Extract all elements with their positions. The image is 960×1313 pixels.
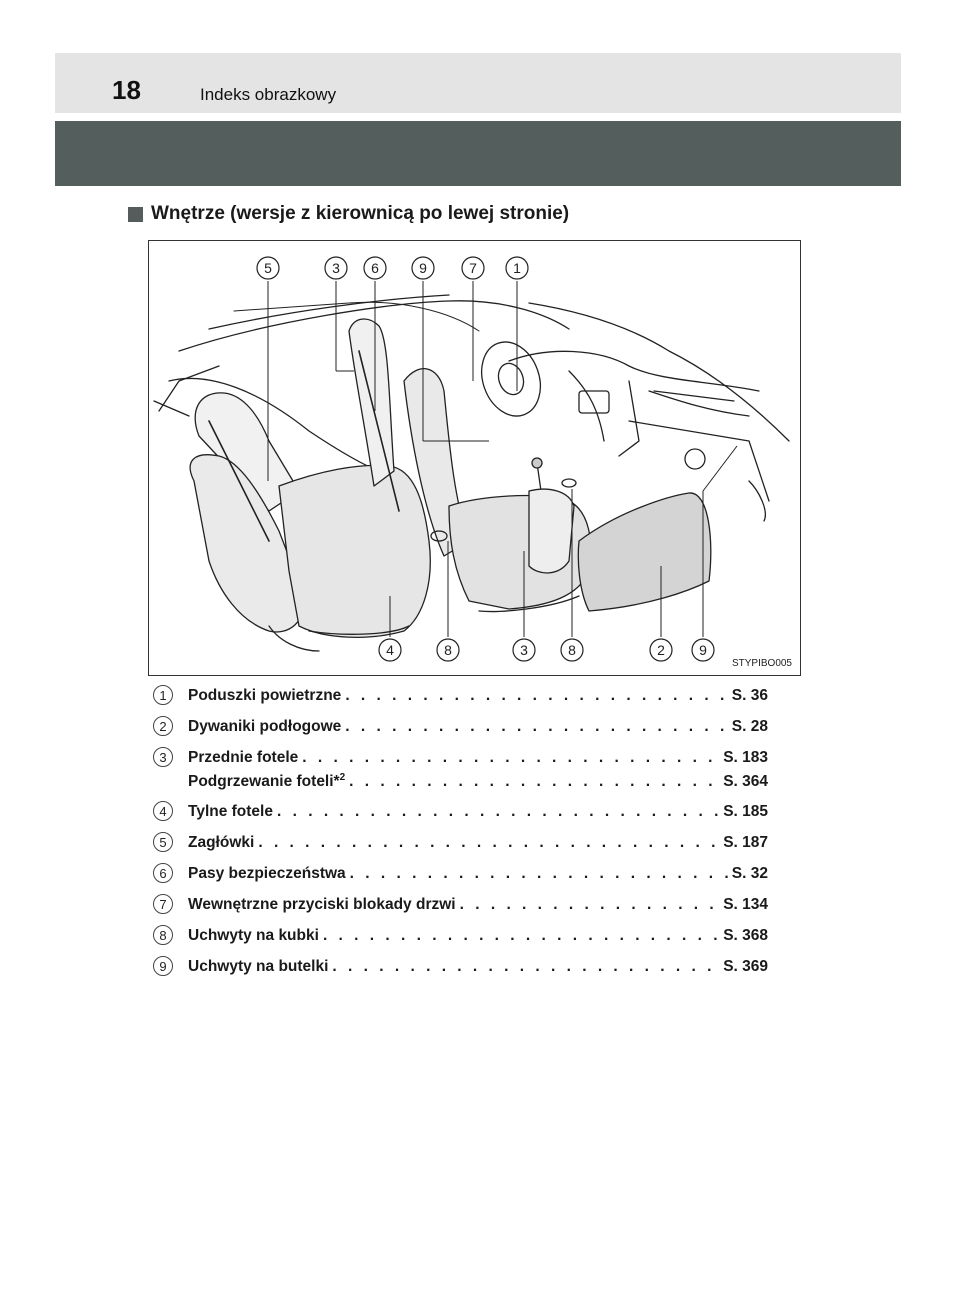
callout-bottom-3: 8 [560, 638, 584, 662]
section-heading: Wnętrze (wersje z kierownicą po lewej st… [128, 203, 569, 225]
legend-line: Poduszki powietrzne . . . . . . . . . . … [188, 685, 768, 707]
legend-page-ref: S. 134 [723, 896, 768, 913]
legend-item-8: 8 Uchwyty na kubki . . . . . . . . . . . … [153, 925, 768, 956]
callout-bottom-4: 2 [649, 638, 673, 662]
legend-page-ref: S. 187 [723, 834, 768, 851]
legend-label: Przednie fotele [188, 749, 299, 766]
callout-label: 8 [568, 642, 576, 658]
callout-bottom-5: 9 [691, 638, 715, 662]
legend-item-6: 6 Pasy bezpieczeństwa . . . . . . . . . .… [153, 863, 768, 894]
figure-code: STYPIBO005 [731, 658, 792, 669]
legend-page-ref: S. 369 [723, 958, 768, 975]
leader-dots: . . . . . . . . . . . . . . . . . . . . … [345, 718, 732, 735]
legend-line: Podgrzewanie foteli*2 . . . . . . . . . … [188, 771, 768, 793]
callout-label: 9 [419, 260, 427, 276]
legend-page-ref: S. 28 [731, 718, 768, 735]
legend-item-2: 2 Dywaniki podłogowe . . . . . . . . . . … [153, 716, 768, 747]
legend-page-ref: S. 32 [731, 865, 768, 882]
legend-page-ref: S. 368 [723, 927, 768, 944]
callout-label: 7 [469, 260, 477, 276]
legend-page-ref: S. 183 [723, 749, 768, 766]
callout-top-5: 1 [505, 256, 529, 280]
legend-line: Zagłówki . . . . . . . . . . . . . . . .… [188, 832, 768, 854]
legend-label: Dywaniki podłogowe [188, 718, 342, 735]
leader-dots: . . . . . . . . . . . . . . . . . . . . … [302, 749, 723, 766]
section-heading-text: Wnętrze (wersje z kierownicą po lewej st… [151, 203, 570, 224]
callout-label: 1 [513, 260, 521, 276]
legend-line: Dywaniki podłogowe . . . . . . . . . . .… [188, 716, 768, 738]
callout-label: 4 [386, 642, 394, 658]
callout-top-2: 6 [363, 256, 387, 280]
callout-label: 2 [657, 642, 665, 658]
callout-top-4: 7 [461, 256, 485, 280]
legend-number-badge: 7 [153, 894, 173, 914]
leader-dots: . . . . . . . . . . . . . . . . . . . . … [349, 773, 723, 790]
section-band [55, 121, 901, 186]
callout-label: 3 [520, 642, 528, 658]
legend-label: Uchwyty na butelki [188, 958, 329, 975]
legend-line: Tylne fotele . . . . . . . . . . . . . .… [188, 801, 768, 823]
callout-label: 8 [444, 642, 452, 658]
leader-dots: . . . . . . . . . . . . . . . . . . . . … [345, 687, 731, 704]
page-number: 18 [112, 75, 141, 105]
callout-top-1: 3 [324, 256, 348, 280]
legend-item-1: 1 Poduszki powietrzne . . . . . . . . . .… [153, 685, 768, 716]
legend-item-3: 3 Przednie fotele . . . . . . . . . . . .… [153, 747, 768, 801]
legend-number-badge: 2 [153, 716, 173, 736]
legend-item-4: 4 Tylne fotele . . . . . . . . . . . . . … [153, 801, 768, 832]
legend-line: Pasy bezpieczeństwa . . . . . . . . . . … [188, 863, 768, 885]
callout-label: 6 [371, 260, 379, 276]
interior-illustration: 5 3 6 9 7 1 4 8 3 8 2 9 STYPIBO005 [148, 240, 801, 676]
leader-dots: . . . . . . . . . . . . . . . . . . . . … [332, 958, 723, 975]
legend-line: Uchwyty na kubki . . . . . . . . . . . .… [188, 925, 768, 947]
car-interior-drawing: 5 3 6 9 7 1 4 8 3 8 2 9 [153, 256, 790, 662]
legend-line: Wewnętrzne przyciski blokady drzwi . . .… [188, 894, 768, 916]
legend-line: Przednie fotele . . . . . . . . . . . . … [188, 747, 768, 769]
header-bar [55, 53, 901, 113]
legend-item-9: 9 Uchwyty na butelki . . . . . . . . . . … [153, 956, 768, 987]
legend-item-7: 7 Wewnętrzne przyciski blokady drzwi . . … [153, 894, 768, 925]
legend-label: Podgrzewanie foteli*2 [188, 771, 346, 790]
legend-label: Zagłówki [188, 834, 255, 851]
legend-label: Poduszki powietrzne [188, 687, 342, 704]
leader-dots: . . . . . . . . . . . . . . . . . . . . … [258, 834, 723, 851]
callout-bottom-0: 4 [378, 638, 402, 662]
legend-line: Uchwyty na butelki . . . . . . . . . . .… [188, 956, 768, 978]
legend-number-badge: 3 [153, 747, 173, 767]
square-bullet-icon [128, 206, 143, 222]
legend-label: Pasy bezpieczeństwa [188, 865, 346, 882]
callout-top-0: 5 [256, 256, 280, 280]
callout-label: 9 [699, 642, 707, 658]
callout-bottom-2: 3 [512, 638, 536, 662]
callout-label: 5 [264, 260, 272, 276]
legend-label: Tylne fotele [188, 803, 273, 820]
legend-page-ref: S. 364 [723, 773, 768, 790]
legend-superscript: 2 [339, 771, 346, 783]
legend-number-badge: 1 [153, 685, 173, 705]
legend-item-5: 5 Zagłówki . . . . . . . . . . . . . . . … [153, 832, 768, 863]
legend-page-ref: S. 185 [723, 803, 768, 820]
leader-dots: . . . . . . . . . . . . . . . . . . . . … [459, 896, 724, 913]
leader-dots: . . . . . . . . . . . . . . . . . . . . … [322, 927, 723, 944]
legend-number-badge: 6 [153, 863, 173, 883]
legend-number-badge: 5 [153, 832, 173, 852]
legend-label: Uchwyty na kubki [188, 927, 319, 944]
legend-number-badge: 4 [153, 801, 173, 821]
leader-dots: . . . . . . . . . . . . . . . . . . . . … [276, 803, 723, 820]
callout-top-3: 9 [411, 256, 435, 280]
page-title: Indeks obrazkowy [200, 85, 337, 104]
legend-number-badge: 9 [153, 956, 173, 976]
legend-label: Wewnętrzne przyciski blokady drzwi [188, 896, 456, 913]
callout-label: 3 [332, 260, 340, 276]
legend-number-badge: 8 [153, 925, 173, 945]
leader-dots: . . . . . . . . . . . . . . . . . . . . … [349, 865, 732, 882]
legend-list: 1 Poduszki powietrzne . . . . . . . . . .… [153, 685, 768, 987]
callout-bottom-1: 8 [436, 638, 460, 662]
legend-page-ref: S. 36 [731, 687, 768, 704]
